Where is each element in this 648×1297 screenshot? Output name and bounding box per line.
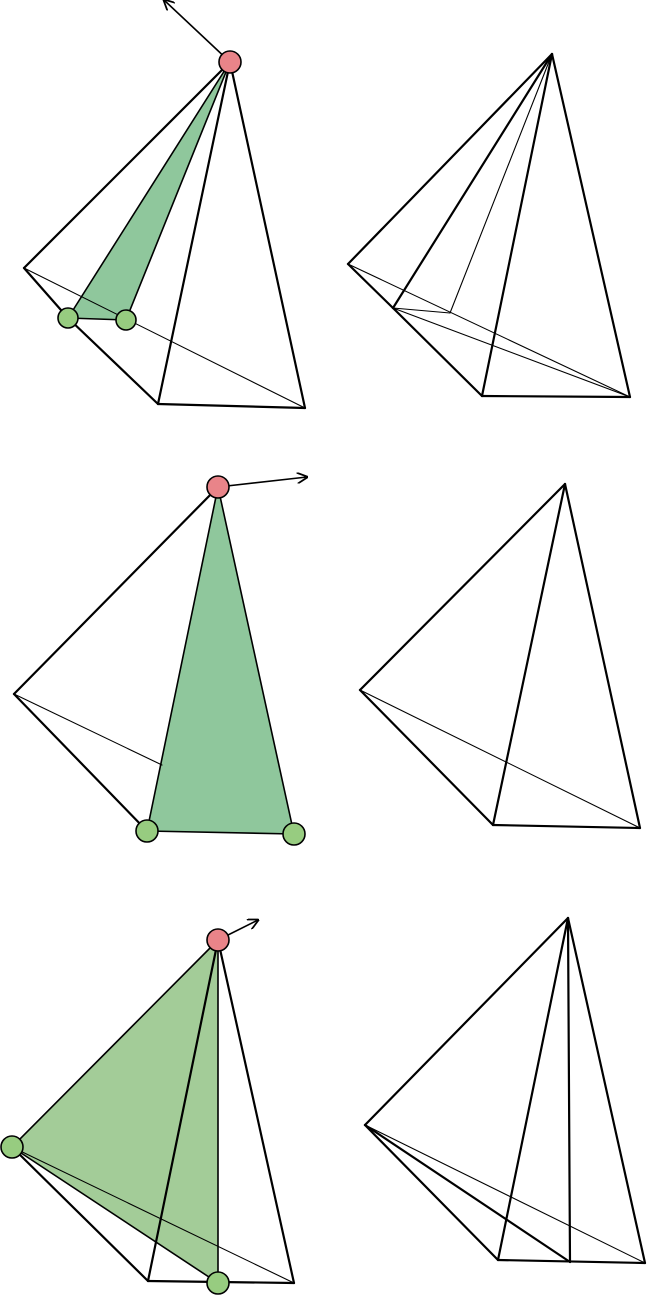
row3-left-pyramid	[0, 920, 296, 1295]
row1-right-edge	[550, 52, 632, 399]
row2-left-pyramid	[12, 475, 307, 846]
row1-left-edge	[156, 402, 307, 410]
row2-left-selected-face[interactable]	[146, 486, 295, 835]
row1-left-selected-face[interactable]	[67, 61, 231, 321]
row1-left-hidden-edge	[23, 267, 306, 409]
row1-right-edge	[346, 262, 395, 310]
row1-right-edge	[391, 52, 554, 310]
row3-right-edge	[496, 916, 570, 1262]
row1-left-base-handle[interactable]	[57, 307, 79, 329]
row1-right-edge	[346, 52, 554, 266]
row3-right-hidden-edge	[364, 1124, 646, 1264]
row3-left-base-handle[interactable]	[206, 1271, 230, 1295]
row1-left-edge	[22, 266, 70, 320]
row3-right-edge	[566, 916, 572, 1264]
row3-right-pyramid	[363, 916, 647, 1265]
row2-left-base-handle[interactable]	[282, 822, 306, 846]
row1-right-hidden-edge	[347, 263, 631, 398]
row1-right-edge	[480, 394, 632, 399]
row2-left-edge	[12, 485, 220, 696]
row2-right-edge	[491, 823, 642, 830]
row1-left-pyramid	[22, 0, 307, 410]
row1-right-edge	[391, 306, 484, 398]
row1-left-base-handle[interactable]	[115, 309, 137, 331]
row2-right-edge	[358, 482, 567, 692]
row2-right-pyramid	[358, 482, 642, 830]
row2-left-edge	[12, 692, 149, 833]
row1-left-apex-handle[interactable]	[218, 50, 242, 74]
row3-left-apex-handle[interactable]	[206, 928, 230, 952]
row3-left-edge	[10, 1145, 150, 1283]
row1-left-edge	[228, 60, 307, 410]
row2-left-drag-arrow	[217, 477, 307, 488]
row1-right-edge	[480, 52, 554, 398]
row1-right-hidden-edge	[449, 53, 553, 314]
row3-left-selected-face[interactable]	[11, 939, 219, 1284]
row2-right-edge	[563, 482, 642, 830]
row2-left-hidden-edge	[13, 693, 163, 766]
row3-left-base-handle[interactable]	[0, 1135, 24, 1159]
row1-left-edge	[66, 316, 160, 406]
row2-right-hidden-edge	[359, 689, 641, 829]
row3-left-edge	[216, 938, 296, 1285]
row1-right-hidden-edge	[392, 307, 451, 314]
row1-left-edge	[22, 60, 232, 270]
row3-left-edge	[146, 938, 220, 1283]
row3-right-edge	[363, 916, 570, 1127]
row1-right-hidden-edge	[392, 307, 631, 398]
row3-right-edge	[363, 1123, 572, 1264]
row1-left-drag-arrow	[164, 0, 231, 63]
row3-right-edge	[363, 1123, 500, 1262]
row2-right-edge	[358, 688, 495, 827]
row1-left-edge	[156, 60, 232, 406]
row3-left-hidden-edge	[11, 1146, 295, 1284]
row3-right-edge	[496, 1258, 647, 1265]
row2-right-edge	[491, 482, 567, 827]
row3-right-edge	[566, 916, 647, 1265]
row2-left-base-handle[interactable]	[135, 819, 159, 843]
row2-left-apex-handle[interactable]	[206, 475, 230, 499]
row1-right-pyramid	[346, 52, 632, 399]
